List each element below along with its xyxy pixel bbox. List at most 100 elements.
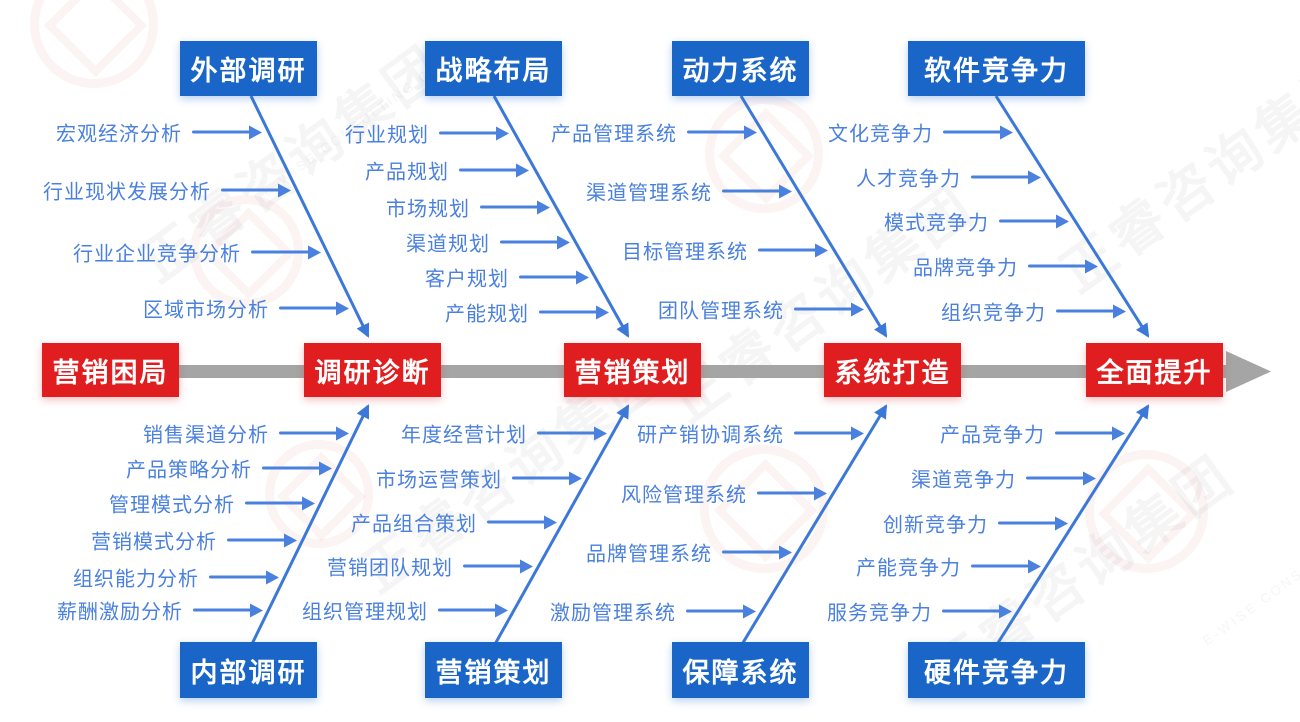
bone-label-text: 行业企业竞争分析 bbox=[73, 243, 241, 266]
bone-label-text: 组织竞争力 bbox=[941, 302, 1046, 325]
arrow-right-icon bbox=[943, 125, 1013, 139]
arrow-right-icon bbox=[757, 486, 827, 500]
arrow-right-icon bbox=[998, 516, 1068, 530]
bone-label-text: 服务竞争力 bbox=[827, 602, 932, 625]
bone-label: 产品管理系统 bbox=[551, 118, 757, 147]
arrow-right-icon bbox=[537, 426, 607, 440]
bone-label-text: 产能竞争力 bbox=[856, 557, 961, 580]
bone-label: 组织竞争力 bbox=[941, 297, 1126, 326]
arrow-right-icon bbox=[686, 604, 756, 618]
arrow-right-icon bbox=[209, 570, 279, 584]
bone-label: 宏观经济分析 bbox=[56, 118, 262, 147]
arrow-right-icon bbox=[438, 603, 508, 617]
bone-diagonal-top-2 bbox=[492, 95, 630, 338]
bone-label-text: 创新竞争力 bbox=[883, 514, 988, 537]
bone-label-text: 渠道竞争力 bbox=[911, 469, 1016, 492]
bone-label: 服务竞争力 bbox=[827, 597, 1012, 626]
bone-label: 营销模式分析 bbox=[91, 526, 297, 555]
arrow-right-icon bbox=[463, 559, 533, 573]
bone-label: 区域市场分析 bbox=[143, 294, 349, 323]
bone-label: 行业规划 bbox=[345, 119, 509, 148]
bone-label: 薪酬激励分析 bbox=[57, 596, 263, 625]
branch-external-research: 外部调研 bbox=[180, 41, 317, 96]
bone-label: 组织能力分析 bbox=[73, 563, 279, 592]
bone-label: 产品组合策划 bbox=[351, 508, 557, 537]
bone-label: 行业现状发展分析 bbox=[43, 176, 291, 205]
branch-strategic-layout: 战略布局 bbox=[425, 41, 562, 96]
bone-label-text: 市场规划 bbox=[386, 198, 470, 221]
bone-label: 管理模式分析 bbox=[109, 489, 315, 518]
bone-label: 营销团队规划 bbox=[327, 552, 533, 581]
stage-marketing-dilemma: 营销困局 bbox=[42, 343, 179, 397]
bone-label: 激励管理系统 bbox=[550, 597, 756, 626]
bone-label-text: 营销模式分析 bbox=[91, 531, 217, 554]
bone-label-text: 产品组合策划 bbox=[351, 513, 477, 536]
bone-label: 产品规划 bbox=[365, 156, 529, 185]
bone-label-text: 团队管理系统 bbox=[658, 300, 784, 323]
bone-label: 目标管理系统 bbox=[622, 236, 828, 265]
bone-label-text: 研产销协调系统 bbox=[637, 424, 784, 447]
arrow-right-icon bbox=[500, 235, 570, 249]
branch-software-competitiveness: 软件竞争力 bbox=[908, 41, 1085, 96]
arrow-right-icon bbox=[942, 604, 1012, 618]
spine-arrowhead-icon bbox=[1226, 351, 1271, 392]
arrow-right-icon bbox=[227, 533, 297, 547]
bone-label-text: 管理模式分析 bbox=[109, 494, 235, 517]
bone-diagonal-top-3 bbox=[739, 95, 888, 338]
bone-label-text: 组织管理规划 bbox=[302, 601, 428, 624]
arrow-right-icon bbox=[971, 559, 1041, 573]
arrow-right-icon bbox=[279, 426, 349, 440]
arrow-right-icon bbox=[459, 163, 529, 177]
bone-label-text: 宏观经济分析 bbox=[56, 123, 182, 146]
bone-label-text: 文化竞争力 bbox=[828, 123, 933, 146]
bone-label-text: 激励管理系统 bbox=[550, 602, 676, 625]
bone-label-text: 薪酬激励分析 bbox=[57, 601, 183, 624]
bone-label: 创新竞争力 bbox=[883, 509, 1068, 538]
arrow-right-icon bbox=[971, 170, 1041, 184]
bone-label: 品牌竞争力 bbox=[913, 252, 1098, 281]
arrow-right-icon bbox=[480, 200, 550, 214]
bone-label: 渠道规划 bbox=[406, 228, 570, 257]
arrow-right-icon bbox=[722, 184, 792, 198]
bone-label-text: 产品规划 bbox=[365, 161, 449, 184]
bone-label: 市场规划 bbox=[386, 193, 550, 222]
arrow-right-icon bbox=[794, 302, 864, 316]
arrow-right-icon bbox=[192, 125, 262, 139]
arrow-right-icon bbox=[794, 426, 864, 440]
bone-label-text: 渠道管理系统 bbox=[586, 182, 712, 205]
bone-label-text: 产品管理系统 bbox=[551, 123, 677, 146]
bone-label: 人才竞争力 bbox=[856, 163, 1041, 192]
arrow-right-icon bbox=[279, 301, 349, 315]
arrow-right-icon bbox=[439, 126, 509, 140]
arrow-right-icon bbox=[519, 270, 589, 284]
bone-label: 品牌管理系统 bbox=[586, 538, 792, 567]
arrow-right-icon bbox=[245, 496, 315, 510]
bone-label-text: 市场运营策划 bbox=[376, 469, 502, 492]
bone-label: 年度经营计划 bbox=[401, 419, 607, 448]
bone-label-text: 组织能力分析 bbox=[73, 568, 199, 591]
bone-label-text: 区域市场分析 bbox=[143, 299, 269, 322]
bone-label: 组织管理规划 bbox=[302, 596, 508, 625]
bone-label-text: 模式竞争力 bbox=[884, 212, 989, 235]
arrow-right-icon bbox=[193, 603, 263, 617]
stage-research-diagnosis: 调研诊断 bbox=[304, 343, 441, 397]
bone-diagonal-top-4 bbox=[994, 95, 1150, 338]
bone-label: 产能规划 bbox=[445, 298, 609, 327]
bone-label-text: 品牌管理系统 bbox=[586, 543, 712, 566]
branch-power-system: 动力系统 bbox=[672, 41, 809, 96]
arrow-right-icon bbox=[758, 243, 828, 257]
bone-label: 文化竞争力 bbox=[828, 118, 1013, 147]
bone-label: 产品策略分析 bbox=[126, 454, 332, 483]
stage-marketing-planning: 营销策划 bbox=[564, 343, 701, 397]
bone-label-text: 销售渠道分析 bbox=[143, 424, 269, 447]
arrow-right-icon bbox=[512, 471, 582, 485]
bone-label: 行业企业竞争分析 bbox=[73, 238, 321, 267]
bone-label: 市场运营策划 bbox=[376, 464, 582, 493]
bone-diagonal-bottom-2 bbox=[492, 404, 630, 647]
arrow-right-icon bbox=[1056, 304, 1126, 318]
bone-diagonal-bottom-1 bbox=[249, 404, 370, 647]
bone-label: 产品竞争力 bbox=[940, 419, 1125, 448]
bone-label: 产能竞争力 bbox=[856, 552, 1041, 581]
stage-system-building: 系统打造 bbox=[824, 343, 961, 397]
arrow-right-icon bbox=[539, 305, 609, 319]
